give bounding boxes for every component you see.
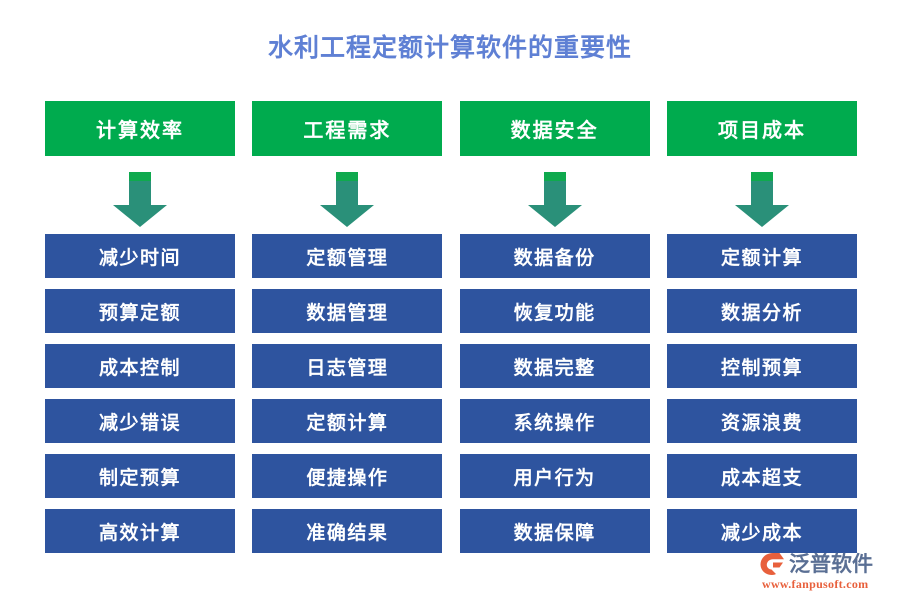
column-header-1[interactable]: 计算效率	[45, 101, 235, 156]
item-box[interactable]: 定额计算	[252, 399, 443, 443]
arrow-zone-4	[667, 156, 857, 234]
down-arrow-icon	[312, 165, 382, 229]
item-box[interactable]: 数据分析	[666, 289, 857, 333]
item-box[interactable]: 减少时间	[45, 234, 235, 278]
item-box[interactable]: 制定预算	[45, 454, 235, 498]
down-arrow-icon	[105, 165, 175, 229]
column-header-4[interactable]: 项目成本	[666, 101, 857, 156]
fanpu-swoosh-icon	[760, 552, 786, 576]
column-header-2[interactable]: 工程需求	[252, 101, 443, 156]
item-box[interactable]: 用户行为	[459, 454, 650, 498]
column-container: 计算效率 减少时间 预算定额 成本控制 减少错误 制定预算 高效计算 工程需求	[45, 101, 857, 553]
watermark-logo: 泛普软件 www.fanpusoft.com	[760, 548, 892, 592]
item-box[interactable]: 定额管理	[252, 234, 443, 278]
arrow-zone-2	[252, 156, 442, 234]
item-box[interactable]: 减少成本	[666, 509, 857, 553]
item-box[interactable]: 准确结果	[252, 509, 443, 553]
item-box[interactable]: 定额计算	[666, 234, 857, 278]
item-box[interactable]: 预算定额	[45, 289, 235, 333]
item-box[interactable]: 数据备份	[459, 234, 650, 278]
arrow-zone-3	[460, 156, 650, 234]
column-4: 项目成本 定额计算 数据分析 控制预算 资源浪费 成本超支 减少成本	[666, 101, 857, 553]
column-3: 数据安全 数据备份 恢复功能 数据完整 系统操作 用户行为 数据保障	[459, 101, 650, 553]
logo-row: 泛普软件	[760, 552, 873, 576]
item-box[interactable]: 数据完整	[459, 344, 650, 388]
column-1: 计算效率 减少时间 预算定额 成本控制 减少错误 制定预算 高效计算	[45, 101, 235, 553]
item-box[interactable]: 控制预算	[666, 344, 857, 388]
arrow-zone-1	[45, 156, 235, 234]
item-box[interactable]: 系统操作	[459, 399, 650, 443]
column-2: 工程需求 定额管理 数据管理 日志管理 定额计算 便捷操作 准确结果	[252, 101, 443, 553]
item-box[interactable]: 高效计算	[45, 509, 235, 553]
item-box[interactable]: 数据管理	[252, 289, 443, 333]
item-box[interactable]: 减少错误	[45, 399, 235, 443]
item-box[interactable]: 成本控制	[45, 344, 235, 388]
down-arrow-icon	[727, 165, 797, 229]
item-box[interactable]: 日志管理	[252, 344, 443, 388]
column-header-3[interactable]: 数据安全	[459, 101, 650, 156]
item-box[interactable]: 恢复功能	[459, 289, 650, 333]
logo-brand-name: 泛普软件	[789, 551, 873, 576]
logo-url: www.fanpusoft.com	[762, 577, 869, 591]
item-box[interactable]: 资源浪费	[666, 399, 857, 443]
item-box[interactable]: 便捷操作	[252, 454, 443, 498]
page-title: 水利工程定额计算软件的重要性	[267, 35, 632, 62]
item-box[interactable]: 数据保障	[459, 509, 650, 553]
item-box[interactable]: 成本超支	[666, 454, 857, 498]
down-arrow-icon	[520, 165, 590, 229]
